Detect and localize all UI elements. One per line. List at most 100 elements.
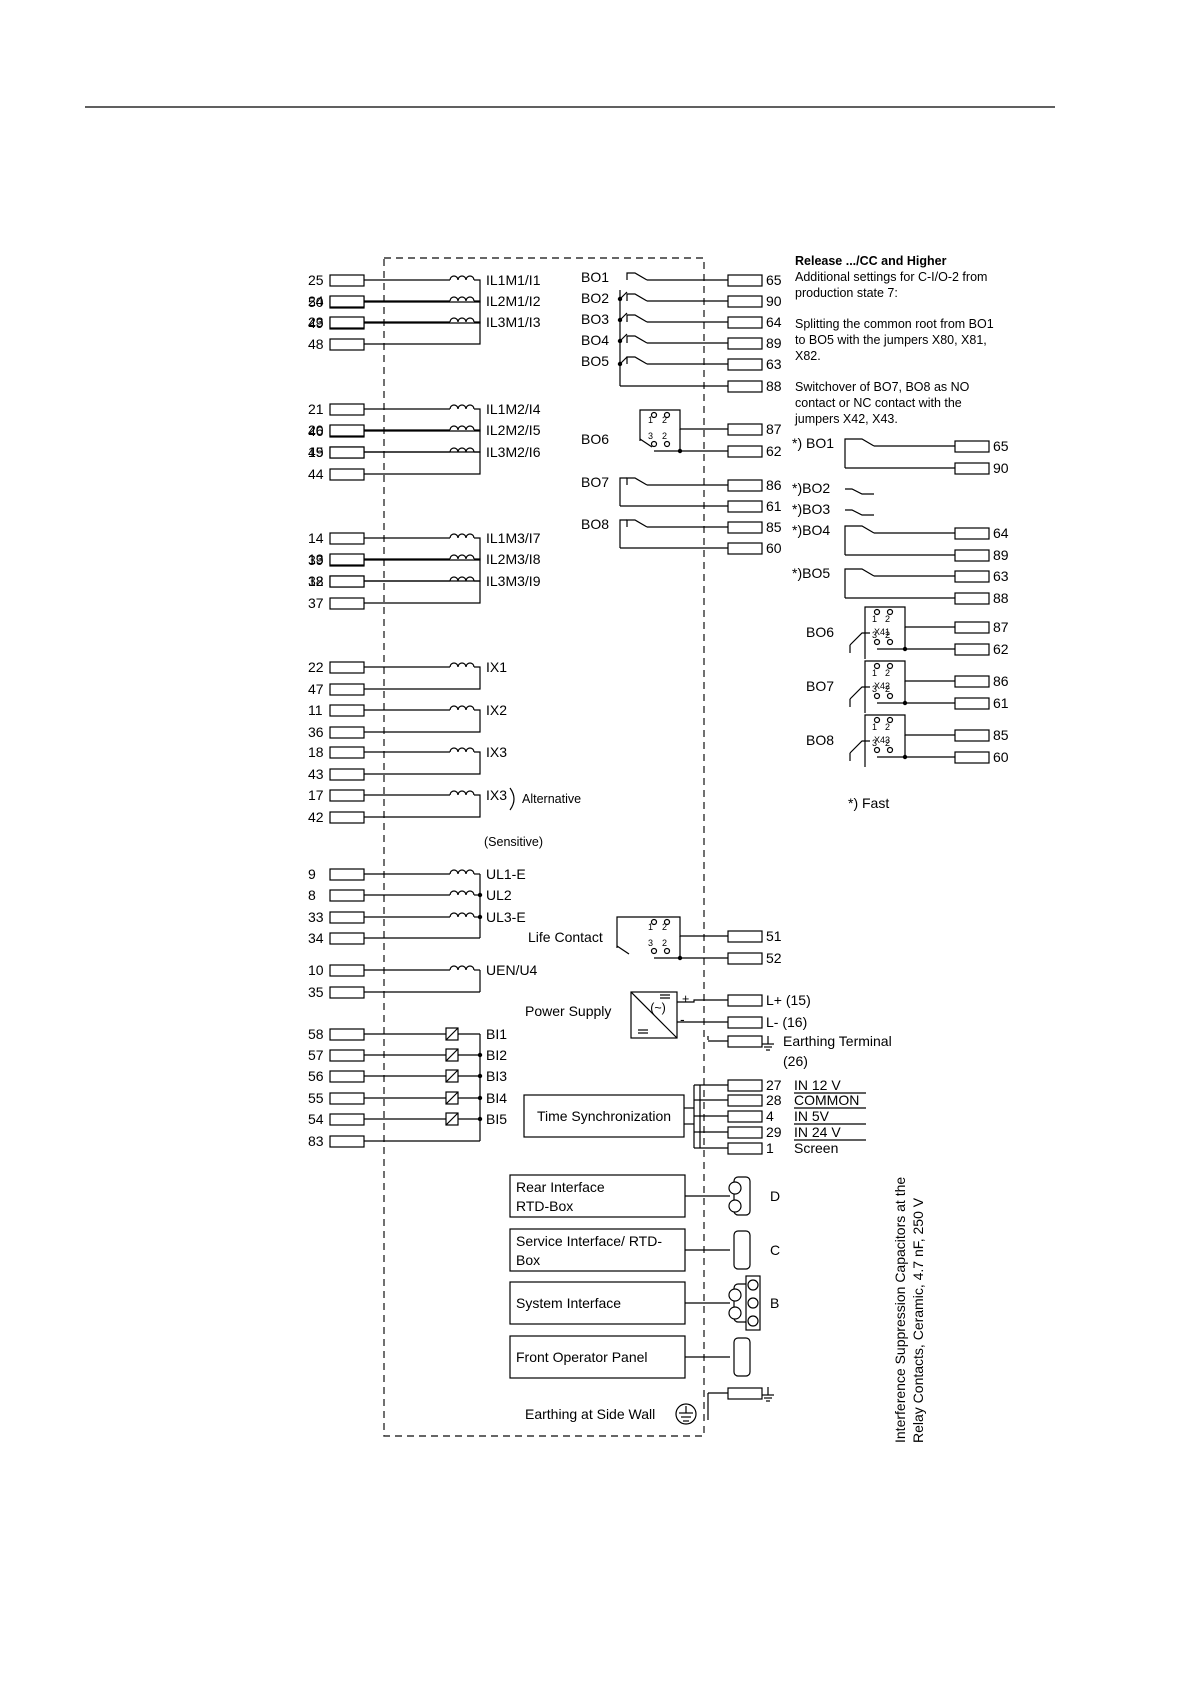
terminal-number: 88 [993, 590, 1009, 606]
wire [639, 409, 728, 441]
fiber-port-icon [728, 1181, 742, 1195]
connector-icon [733, 1337, 751, 1377]
terminal-label: L+ (15) [766, 992, 811, 1008]
notes-text: Additional settings for C-I/O-2 from [795, 270, 987, 284]
coil-symbol [449, 275, 475, 281]
contact-pin [886, 746, 894, 754]
terminal-number: 17 [308, 787, 324, 803]
terminal-number: 33 [308, 909, 324, 925]
input-label: IL3M2/I6 [486, 444, 541, 460]
wire [364, 709, 481, 733]
terminal-number: 55 [308, 1090, 324, 1106]
terminal-number: 63 [766, 356, 782, 372]
pin-number: 3 [648, 938, 653, 948]
earth-icon [675, 1403, 697, 1425]
contact-pin [663, 918, 671, 926]
coil-symbol [449, 790, 475, 796]
terminal-box [954, 462, 990, 475]
terminal-number: 35 [308, 984, 324, 1000]
terminal-box [329, 889, 365, 902]
input-label: IL2M1/I2 [486, 293, 541, 309]
pin-number: 2 [885, 684, 890, 694]
terminal-number: 13 [308, 551, 324, 567]
wire [619, 312, 628, 321]
terminal-box [727, 500, 763, 513]
terminal-number: 12 [308, 573, 324, 589]
wire [619, 291, 628, 300]
jumper-label: X42 [874, 681, 890, 691]
coil-symbol [449, 317, 475, 323]
changeover-blade [616, 945, 630, 955]
fast-contact-label: *)BO4 [792, 522, 830, 538]
terminal-box [727, 930, 763, 943]
terminal-box [329, 768, 365, 781]
pin-number: 1 [872, 668, 877, 678]
coil-symbol [449, 533, 475, 539]
binary-input-label: BI2 [486, 1047, 507, 1063]
input-label: IL3M1/I3 [486, 314, 541, 330]
contact-pin [650, 440, 658, 448]
terminal-box [954, 570, 990, 583]
relay-label: BO5 [581, 353, 609, 369]
terminal-number: 51 [766, 928, 782, 944]
relay-label: BO2 [581, 290, 609, 306]
contact-pin [650, 918, 658, 926]
input-label: IL2M3/I8 [486, 551, 541, 567]
terminal-number: 11 [308, 702, 323, 718]
terminal-box [727, 1016, 763, 1029]
terminal-number: 54 [308, 1111, 324, 1127]
changeover-blade [639, 438, 653, 448]
relay-label: BO4 [581, 332, 609, 348]
jumper-contact-label: BO8 [806, 732, 834, 748]
terminal-box [329, 1113, 365, 1126]
terminal-number: 34 [308, 930, 324, 946]
terminal-number: 24 [308, 293, 324, 309]
input-label: IL1M1/I1 [486, 272, 541, 288]
notes-text: jumpers X42, X43. [794, 412, 898, 426]
terminal-number: 43 [308, 766, 324, 782]
terminal-number: 19 [308, 444, 324, 460]
terminal-box [329, 1028, 365, 1041]
interface-label: Service Interface/ RTD- [516, 1233, 662, 1249]
terminal-box [329, 575, 365, 588]
terminal-box [329, 316, 365, 329]
terminal-number: 29 [766, 1124, 782, 1140]
power-supply: Power Supply(~)+-L+ (15)L- (16)Earthing … [525, 991, 892, 1069]
coil-symbol [449, 296, 475, 302]
terminal-number: 58 [308, 1026, 324, 1042]
switch-symbol [626, 477, 648, 486]
ac-symbol: (~) [650, 1001, 666, 1015]
terminal-number: 36 [308, 724, 324, 740]
coil-symbol [449, 705, 475, 711]
terminal-box [954, 621, 990, 634]
switch-symbol [626, 519, 648, 528]
terminal-box [727, 445, 763, 458]
terminal-box [329, 1070, 365, 1083]
coil-symbol [449, 662, 475, 668]
contact-pin [650, 947, 658, 955]
wire [364, 408, 481, 432]
switch-symbol [626, 335, 648, 344]
wire [364, 300, 481, 324]
terminal-number: 57 [308, 1047, 324, 1063]
terminal-number: (26) [783, 1053, 808, 1069]
wire [844, 438, 852, 468]
terminal-number: 48 [308, 336, 324, 352]
notes-text: Splitting the common root from BO1 [795, 317, 994, 331]
port-label: C [770, 1242, 780, 1258]
terminal-box [329, 424, 365, 437]
contact-pin [886, 608, 894, 616]
terminal-box [329, 661, 365, 674]
switch-symbol [852, 568, 875, 577]
pin-number: 2 [885, 614, 890, 624]
terminal-number: 50 [308, 294, 324, 310]
terminal-box [727, 358, 763, 371]
terminal-box [954, 697, 990, 710]
fiber-port-icon [728, 1288, 742, 1302]
optocoupler-diagonal [445, 1091, 459, 1105]
